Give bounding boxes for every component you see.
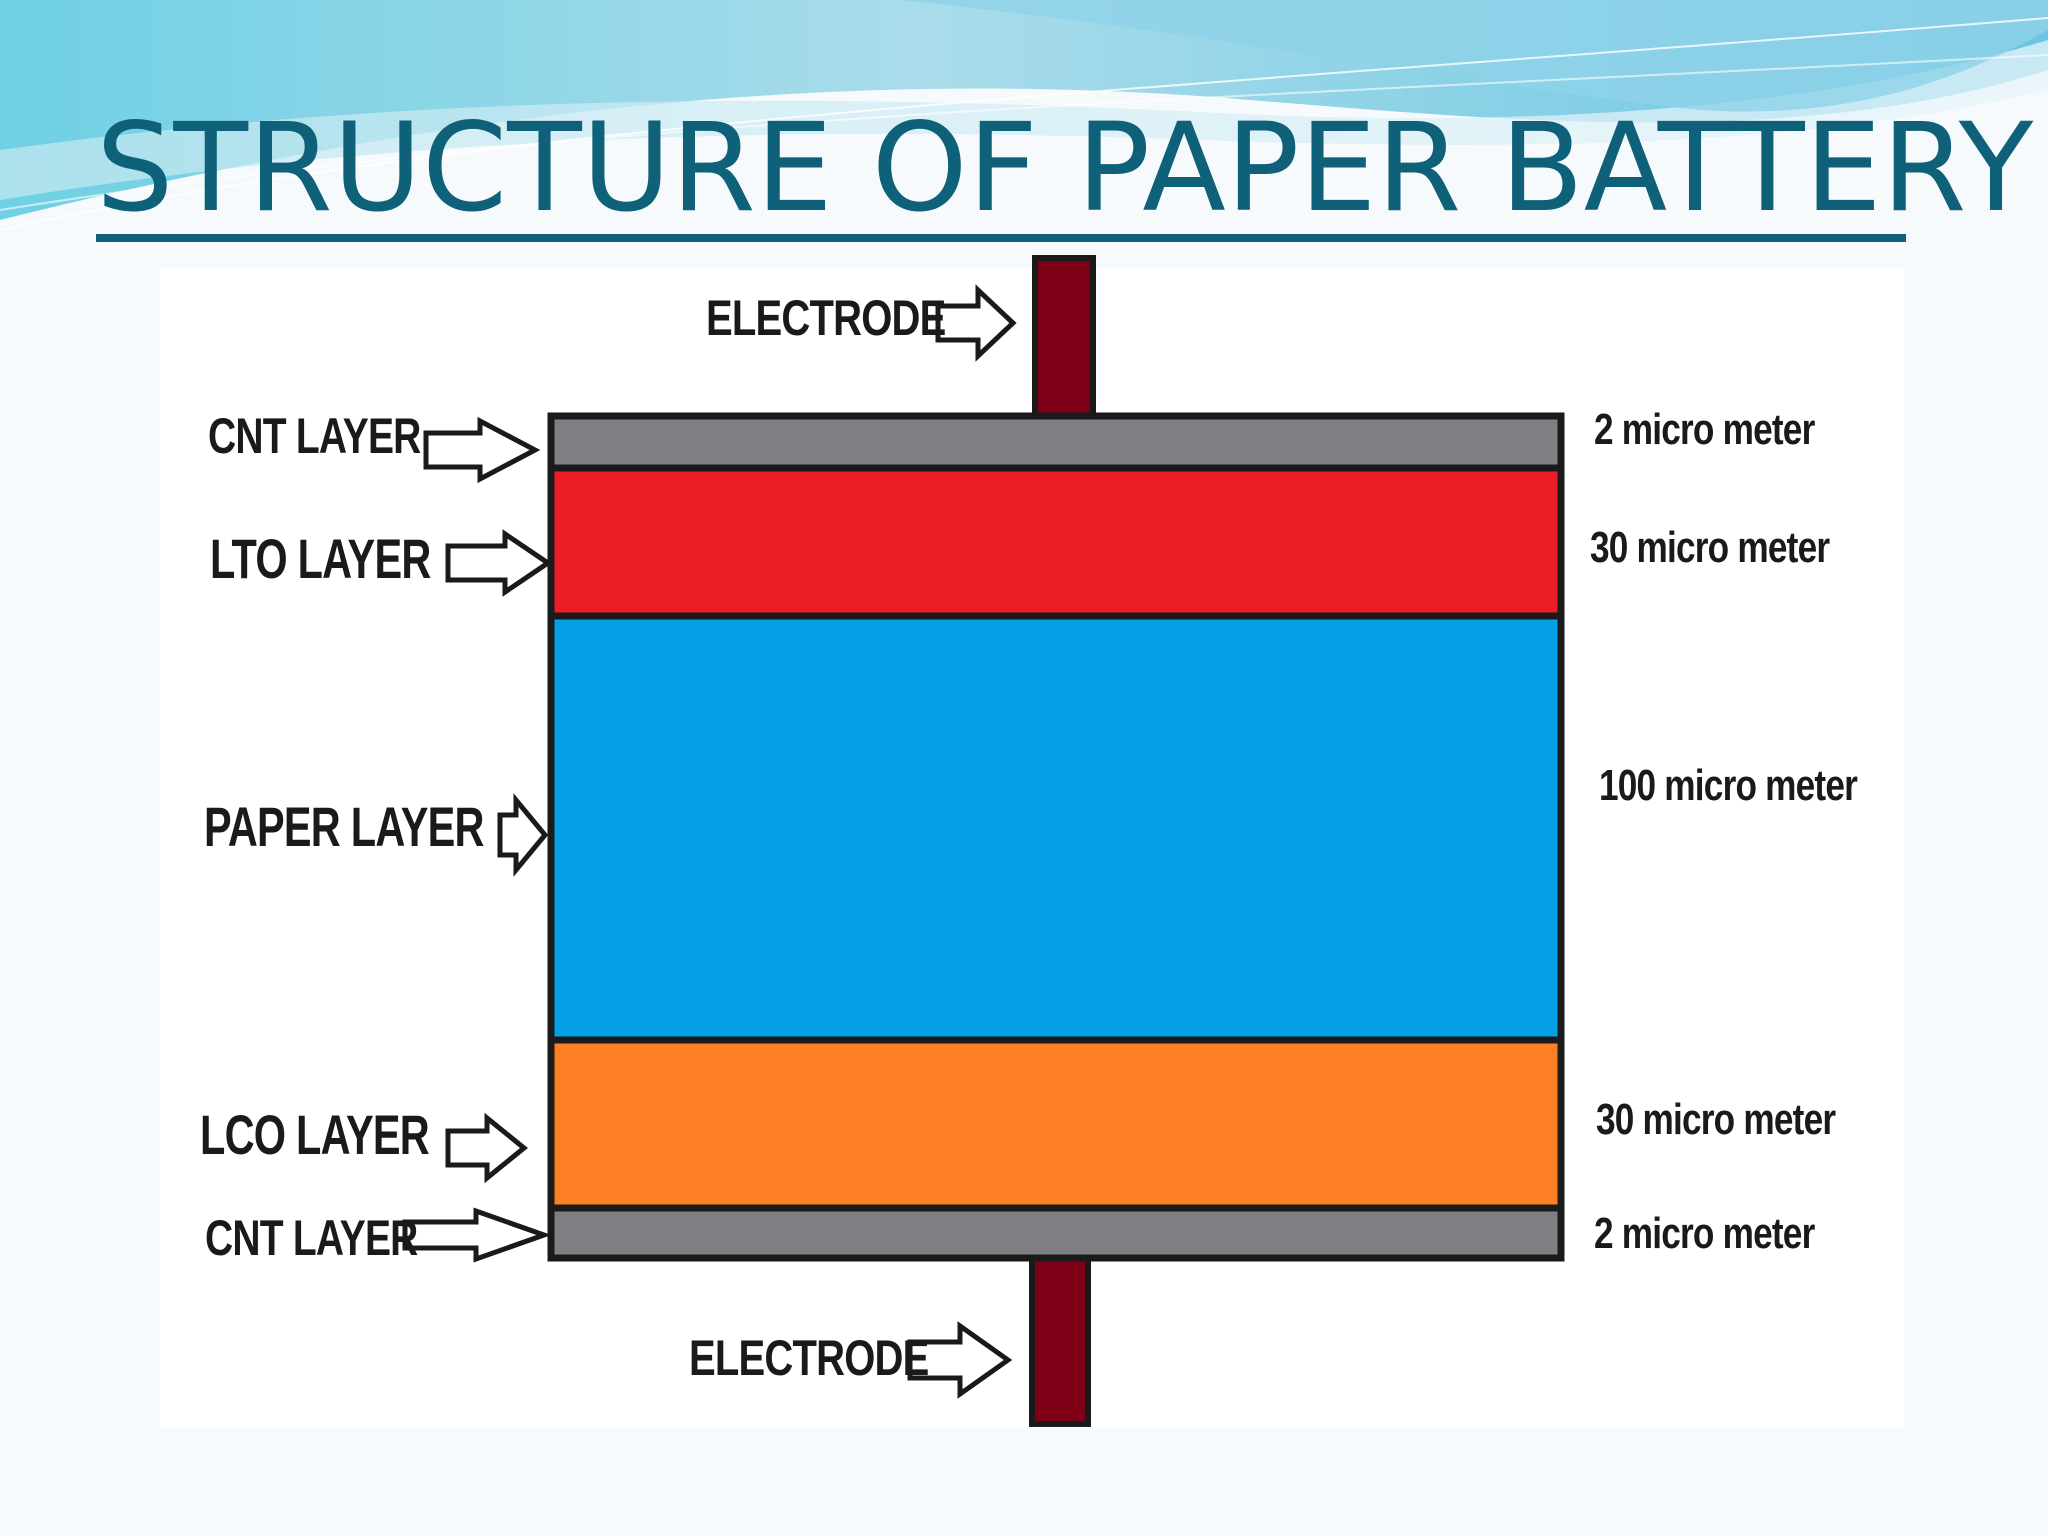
paper-layer-label: PAPER LAYER (204, 795, 484, 858)
cnt-layer-top-label: CNT LAYER (208, 408, 421, 464)
header-wave-front (0, 40, 2048, 200)
cnt-layer-bottom-thickness: 2 micro meter (1594, 1209, 1815, 1258)
title-underline (96, 234, 1906, 242)
paper-layer-thickness: 100 micro meter (1599, 761, 1858, 810)
cnt-layer-bottom (547, 1204, 1565, 1262)
cnt-layer-top (547, 412, 1565, 472)
arrow-cnt-layer-bottom (402, 1207, 552, 1263)
lto-layer-thickness: 30 micro meter (1590, 523, 1830, 572)
arrow-paper-layer (497, 793, 549, 877)
slide-title: STRUCTURE OF PAPER BATTERY (96, 97, 2034, 239)
lto-layer (547, 464, 1565, 620)
electrode-top (1032, 255, 1096, 425)
arrow-lto-layer (445, 529, 553, 597)
arrow-electrode-top (935, 284, 1017, 362)
arrow-electrode-bottom (907, 1321, 1013, 1399)
lco-layer-thickness: 30 micro meter (1596, 1095, 1836, 1144)
cnt-layer-top-thickness: 2 micro meter (1594, 405, 1815, 454)
arrow-lco-layer (445, 1112, 528, 1184)
lco-layer (547, 1036, 1565, 1212)
electrode-top-label: ELECTRODE (706, 290, 946, 346)
header-wave-swoosh (900, 0, 2048, 112)
cnt-layer-bottom-label: CNT LAYER (205, 1210, 418, 1266)
lto-layer-label: LTO LAYER (210, 527, 431, 590)
lco-layer-label: LCO LAYER (200, 1103, 430, 1166)
electrode-bottom (1029, 1255, 1091, 1427)
arrow-cnt-layer-top (423, 416, 541, 484)
paper-layer (547, 612, 1565, 1044)
electrode-bottom-label: ELECTRODE (689, 1330, 929, 1386)
